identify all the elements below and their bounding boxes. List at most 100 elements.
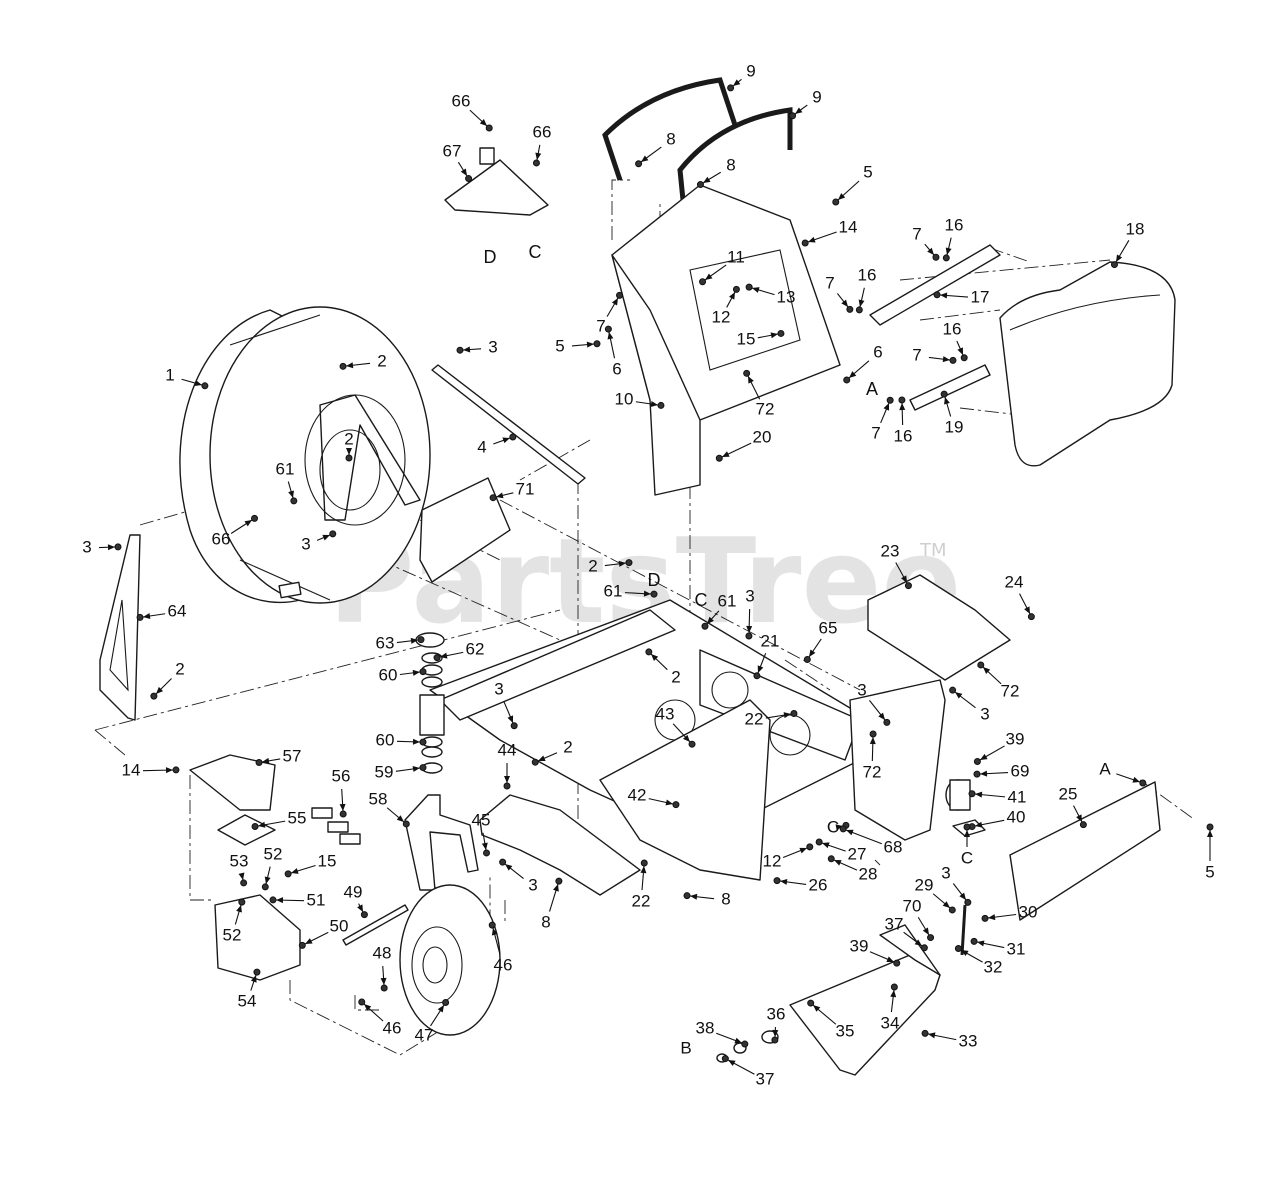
fastener-icon <box>832 198 840 206</box>
callout-number: 30 <box>1019 902 1038 921</box>
callout: 16 <box>942 215 963 262</box>
fastener-icon <box>483 849 491 857</box>
callout: 5 <box>832 162 873 206</box>
callout-number: 47 <box>415 1025 434 1044</box>
part-console <box>611 184 841 496</box>
callout: 38 <box>696 1018 749 1048</box>
callout-arrowhead <box>858 299 865 307</box>
fastener-icon <box>672 801 680 809</box>
callout-number: 51 <box>307 890 326 909</box>
fastener-icon <box>657 401 665 409</box>
callout-number: 3 <box>857 680 866 699</box>
callout: 61 <box>276 459 298 505</box>
callout-arrowhead <box>846 829 854 836</box>
callout: 13 <box>745 283 795 306</box>
callout-number: 54 <box>238 991 257 1010</box>
fastener-icon <box>339 362 347 370</box>
callout: 24 <box>1005 572 1035 621</box>
callout: 2 <box>645 648 681 686</box>
callout-arrowhead <box>980 753 988 760</box>
fastener-icon <box>201 382 209 390</box>
callout-number: 6 <box>612 359 621 378</box>
callout: 16 <box>943 319 968 362</box>
callout-number: B <box>680 1038 691 1057</box>
callout-number: 3 <box>528 875 537 894</box>
callout: 64 <box>136 601 186 621</box>
watermark-trademark: TM <box>919 540 947 561</box>
fastener-icon <box>290 497 298 505</box>
callout-number: 50 <box>330 916 349 935</box>
callout-number: 16 <box>858 265 877 284</box>
fastener-icon <box>898 396 906 404</box>
callout: 7 <box>912 224 940 261</box>
callout-arrowhead <box>640 866 647 874</box>
callout-arrowhead <box>276 897 284 904</box>
callout: B <box>680 1038 691 1057</box>
callout-number: 10 <box>615 389 634 408</box>
callout: 7 <box>912 345 957 364</box>
callout: 43 <box>656 704 696 748</box>
callout-number: 18 <box>1126 219 1145 238</box>
fastener-icon <box>465 175 473 183</box>
callout-arrowhead <box>618 560 626 567</box>
fastener-icon <box>688 740 696 748</box>
callout: 44 <box>498 740 516 790</box>
callout-number: 57 <box>283 746 302 765</box>
callout-number: 43 <box>656 704 675 723</box>
callout-arrowhead <box>975 791 983 798</box>
callout: 63 <box>376 633 425 652</box>
callout-arrowhead <box>799 847 807 854</box>
callout: 46 <box>488 921 512 974</box>
fastener-icon <box>650 590 658 598</box>
callout-arrowhead <box>835 824 843 831</box>
callout-arrowhead <box>380 977 387 985</box>
fastener-icon <box>727 84 735 92</box>
fastener-icon <box>921 1029 929 1037</box>
callout: 50 <box>298 916 349 949</box>
callout: 9 <box>727 61 756 92</box>
callout-arrowhead <box>841 299 848 307</box>
callout: 45 <box>472 810 491 857</box>
callout-number: 8 <box>721 889 730 908</box>
callout: 2 <box>588 556 633 575</box>
callout-arrowhead <box>364 1004 372 1011</box>
callout: 66 <box>533 122 551 167</box>
callout: 21 <box>753 631 779 680</box>
callout-number: 36 <box>767 1004 786 1023</box>
fastener-icon <box>499 858 507 866</box>
callout-arrowhead <box>305 938 313 944</box>
part-seat-bracket-lower <box>909 364 991 411</box>
callout: 14 <box>801 217 857 247</box>
callout-number: 3 <box>82 537 91 556</box>
callout-arrowhead <box>262 757 270 764</box>
callout: 3 <box>499 858 538 894</box>
callout: 8 <box>541 877 563 931</box>
part-seat-bracket-upper <box>869 244 1001 326</box>
callout-arrowhead <box>607 332 614 340</box>
fastener-icon <box>963 823 971 831</box>
callout-arrowhead <box>834 860 842 866</box>
fastener-icon <box>419 764 427 772</box>
callout-number: 41 <box>1008 787 1027 806</box>
fastener-icon <box>843 376 851 384</box>
callout: 42 <box>628 785 680 809</box>
callout: 14 <box>122 760 180 779</box>
callout-number: 1 <box>165 365 174 384</box>
fastener-icon <box>927 934 935 942</box>
callout-arrowhead <box>813 1005 821 1012</box>
fastener-icon <box>886 396 894 404</box>
callout-arrowhead <box>412 669 420 676</box>
callout-arrowhead <box>922 927 929 935</box>
part-side-cover <box>867 574 1011 681</box>
callout: 60 <box>379 665 427 684</box>
callout-number: 59 <box>375 762 394 781</box>
part-seat-cushion <box>999 261 1176 467</box>
callout-number: C <box>827 817 839 836</box>
callout: 7 <box>825 273 854 313</box>
callout: 52 <box>261 844 282 891</box>
callout-number: 65 <box>819 618 838 637</box>
callout-arrowhead <box>683 734 690 742</box>
fastener-icon <box>973 757 981 765</box>
fastener-icon <box>968 790 976 798</box>
